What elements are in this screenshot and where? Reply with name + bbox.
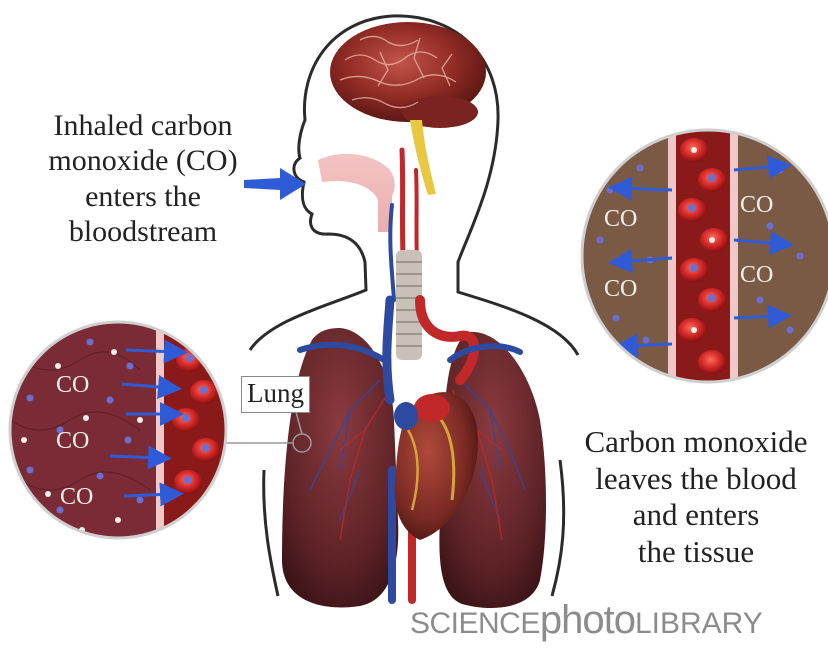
co-label-left-2: CO [56, 428, 89, 454]
watermark-photo: photo [540, 598, 635, 642]
co-label-left-3: CO [60, 484, 93, 510]
lung-label: Lung [241, 376, 310, 413]
tissue-line-4: the tissue [568, 534, 824, 571]
inhaled-line-3: enters the [18, 179, 268, 214]
inhaled-line-2: monoxide (CO) [18, 143, 268, 178]
co-leaves-blood-label: Carbon monoxide leaves the blood and ent… [568, 424, 824, 570]
inhaled-co-label: Inhaled carbon monoxide (CO) enters the … [18, 108, 268, 250]
tissue-line-1: Carbon monoxide [568, 424, 824, 461]
watermark-library: LIBRARY [635, 607, 763, 640]
tissue-line-2: leaves the blood [568, 461, 824, 498]
co-label-right-4: CO [740, 262, 773, 288]
watermark-science: SCIENCE [410, 607, 540, 640]
co-label-right-2: CO [604, 276, 637, 302]
co-label-left-1: CO [56, 372, 89, 398]
inhaled-line-1: Inhaled carbon [18, 108, 268, 143]
co-label-right-1: CO [604, 206, 637, 232]
watermark: SCIENCEphotoLIBRARY [410, 600, 763, 640]
co-label-right-3: CO [740, 192, 773, 218]
tissue-line-3: and enters [568, 497, 824, 534]
inhaled-line-4: bloodstream [18, 214, 268, 249]
